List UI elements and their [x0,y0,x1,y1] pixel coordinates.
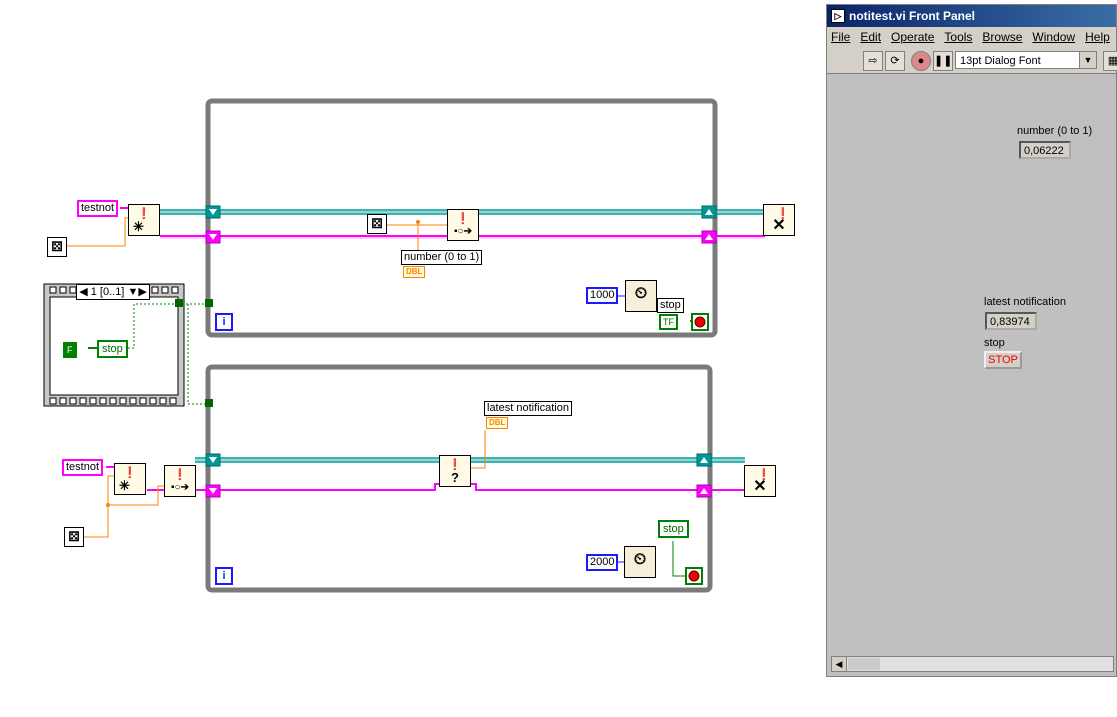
stop-button-label: stop [984,337,1005,349]
random-number-node-loop1[interactable]: ⚄ [367,214,387,234]
random-number-node-1[interactable]: ⚄ [47,237,67,257]
menu-bar: File Edit Operate Tools Browse Window He… [827,27,1116,47]
wait-ms-constant-1[interactable]: 1000 [586,287,619,304]
random-number-node-2[interactable]: ⚄ [64,527,84,547]
release-notifier-node-2[interactable]: ❗ ✕ [744,465,776,497]
send-notification-node[interactable]: ❗ ▪○➔ [447,209,479,241]
next-frame-icon[interactable]: ▶ [138,286,147,298]
create-notifier-icon: ❗ [123,467,137,479]
stop-bool-terminal[interactable]: TF [659,314,678,330]
prev-frame-icon[interactable]: ◀ [79,286,88,298]
align-icon: ▦ [1107,55,1117,67]
stop-button[interactable]: STOP [984,351,1022,369]
menu-file[interactable]: File [831,30,851,44]
vi-icon: ▷ [831,9,845,23]
notifier-icon: ❗ [456,213,470,225]
refnum-constant-1[interactable]: testnot [77,200,119,217]
frame-selector-label: 1 [0..1] [90,286,125,298]
wait-ms-node-1[interactable]: ⏲ [625,280,657,312]
chevron-down-icon: ▼ [1079,52,1096,68]
sparkle-icon: ✳ [119,478,130,493]
create-notifier-node-2[interactable]: ❗ ✳ [114,463,146,495]
number-control-label: number (0 to 1) [1017,125,1093,137]
sparkle-icon: ✳ [133,219,144,234]
scroll-thumb[interactable] [848,658,880,670]
release-notifier-node-1[interactable]: ❗ ✕ [763,204,795,236]
frame-dropdown-icon[interactable]: ▼ [127,286,139,298]
number-indicator-label: number (0 to 1) [401,250,483,265]
run-continuously-button[interactable]: ⟳ [885,51,905,71]
notifier-icon: ❗ [448,459,462,471]
while-loop-2-border [205,364,713,593]
wait-on-notification-node[interactable]: ❗ ? [439,455,471,487]
run-arrow-icon: ⇨ [868,55,878,67]
latest-notification-terminal[interactable]: DBL [486,417,509,429]
block-diagram: testnot ❗ ✳ ⚄ ⚄ ❗ ▪○➔ number (0 to 1) DB… [43,98,795,593]
question-icon: ? [451,470,459,485]
dice-icon: ⚄ [371,216,383,231]
number-indicator-terminal[interactable]: DBL [403,266,426,278]
toolbar: ⇨ ⟳ ● ❚❚ 13pt Dialog Font ▼ ▦ [827,47,1117,74]
loop1-tunnels [205,205,717,244]
stop-terminal-label: stop [657,298,684,313]
run-continuously-icon: ⟳ [890,55,900,67]
stop-local-variable-2[interactable]: stop [658,520,689,538]
abort-icon: ● [917,55,925,67]
menu-help[interactable]: Help [1085,30,1110,44]
abort-button[interactable]: ● [911,51,931,71]
dice-icon: ⚄ [51,239,63,254]
diagram-wires [43,98,765,593]
front-panel-window: ▷ notitest.vi Front Panel File Edit Oper… [826,4,1117,677]
horizontal-scrollbar[interactable]: ◀ [831,656,1114,672]
window-title-bar[interactable]: ▷ notitest.vi Front Panel [827,5,1116,27]
scroll-left-icon[interactable]: ◀ [832,657,847,671]
false-constant[interactable]: F [63,342,77,358]
send-arrow-icon: ▪○➔ [171,482,189,493]
notifier-icon: ❗ [776,208,790,220]
notifier-icon: ❗ [173,469,187,481]
align-button[interactable]: ▦ [1103,51,1117,71]
latest-notification-indicator[interactable]: 0,83974 [985,312,1037,330]
pause-button[interactable]: ❚❚ [933,51,953,71]
close-icon: ✕ [753,478,767,495]
create-notifier-node-1[interactable]: ❗ ✳ [128,204,160,236]
loop2-iteration-terminal: i [215,567,233,585]
menu-edit[interactable]: Edit [860,30,882,44]
wait-ms-node-2[interactable]: ⏲ [624,546,656,578]
font-select[interactable]: 13pt Dialog Font ▼ [955,51,1097,69]
loop1-iteration-terminal: i [215,313,233,331]
close-icon: ✕ [772,217,786,234]
stop-local-variable-1[interactable]: stop [97,340,128,358]
wait-ms-constant-2[interactable]: 2000 [586,554,619,571]
menu-window[interactable]: Window [1032,30,1076,44]
pause-icon: ❚❚ [934,55,953,67]
refnum-constant-2[interactable]: testnot [62,459,104,476]
menu-browse[interactable]: Browse [982,30,1023,44]
menu-tools[interactable]: Tools [944,30,973,44]
dice-icon: ⚄ [68,529,80,544]
menu-operate[interactable]: Operate [891,30,935,44]
send-notification-node-2[interactable]: ❗ ▪○➔ [164,465,196,497]
loop2-tunnels [205,453,712,498]
window-title: notitest.vi Front Panel [849,9,976,23]
latest-notification-indicator-label: latest notification [484,401,572,416]
sequence-frame-selector[interactable]: ◀ 1 [0..1] ▼▶ [76,284,150,300]
metronome-icon: ⏲ [633,551,647,568]
font-select-value: 13pt Dialog Font [960,55,1041,67]
run-button[interactable]: ⇨ [863,51,883,71]
send-arrow-icon: ▪○➔ [454,226,472,237]
number-indicator[interactable]: 0,06222 [1019,141,1071,159]
notifier-icon: ❗ [757,469,771,481]
create-notifier-icon: ❗ [137,208,151,220]
latest-notification-label: latest notification [984,296,1066,308]
metronome-icon: ⏲ [634,285,648,302]
